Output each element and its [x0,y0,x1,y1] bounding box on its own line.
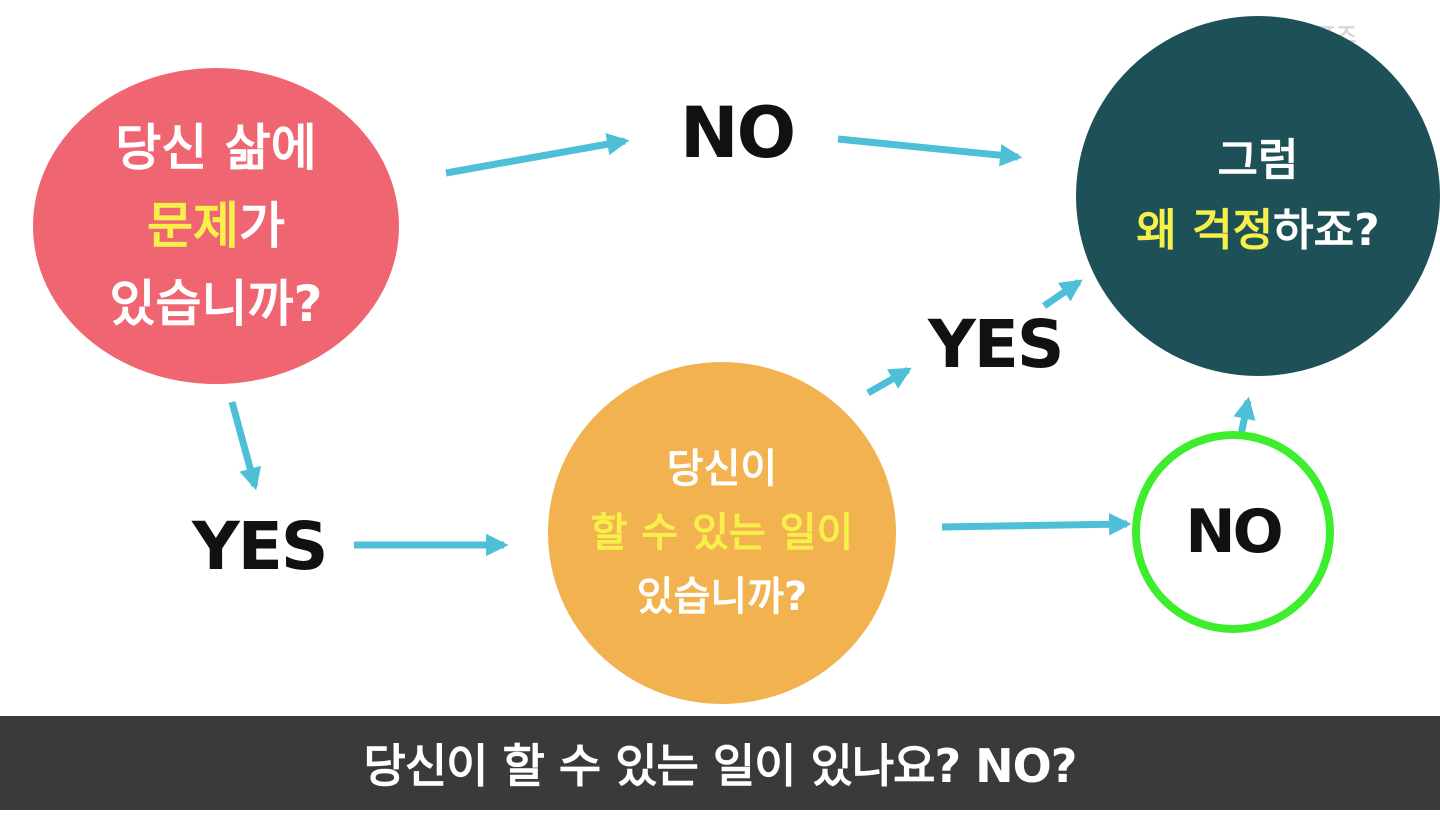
problem-line-1: 당신 삶에 [115,119,317,177]
can-do-line-1: 당신이 [666,446,778,492]
edge-label-yes-mid: YES [928,306,1064,383]
subtitle-text: 당신이 할 수 있는 일이 있나요? NO? [363,739,1078,793]
can-do-line-3: 있습니까? [636,574,808,620]
why-worry-line-1: 그럼 [1217,135,1299,186]
arrow-yes-to-why-worry [1042,279,1083,309]
node-can-do-question: 당신이 할 수 있는 일이 있습니까? [548,362,896,704]
problem-line-2: 문제가 [147,187,285,265]
can-do-highlight: 할 수 있는 일이 [590,510,854,556]
why-worry-highlight: 왜 걱정 [1136,205,1274,256]
problem-line-2-rest: 가 [239,197,285,255]
why-worry-line-2: 왜 걱정하죠? [1136,196,1379,266]
problem-highlight: 문제 [147,197,239,255]
subtitle-bar: 당신이 할 수 있는 일이 있나요? NO? [0,716,1440,810]
arrow-no-to-why-worry [837,135,1023,167]
node-why-worry: 그럼 왜 걱정하죠? [1076,16,1440,376]
problem-line-3: 있습니까? [109,275,323,333]
no-ring-label: NO [1185,497,1283,567]
edge-label-no-top: NO [680,92,796,174]
arrow-can-do-to-yes [866,366,912,397]
arrow-problem-to-no [445,133,630,177]
node-problem-question: 당신 삶에 문제가 있습니까? [33,68,399,384]
arrow-can-do-to-no [941,513,1132,536]
node-no-ring: NO [1132,431,1334,633]
edge-label-yes-left: YES [192,508,328,585]
why-worry-line-2-rest: 하죠? [1273,205,1380,256]
arrow-problem-to-yes [228,401,262,491]
